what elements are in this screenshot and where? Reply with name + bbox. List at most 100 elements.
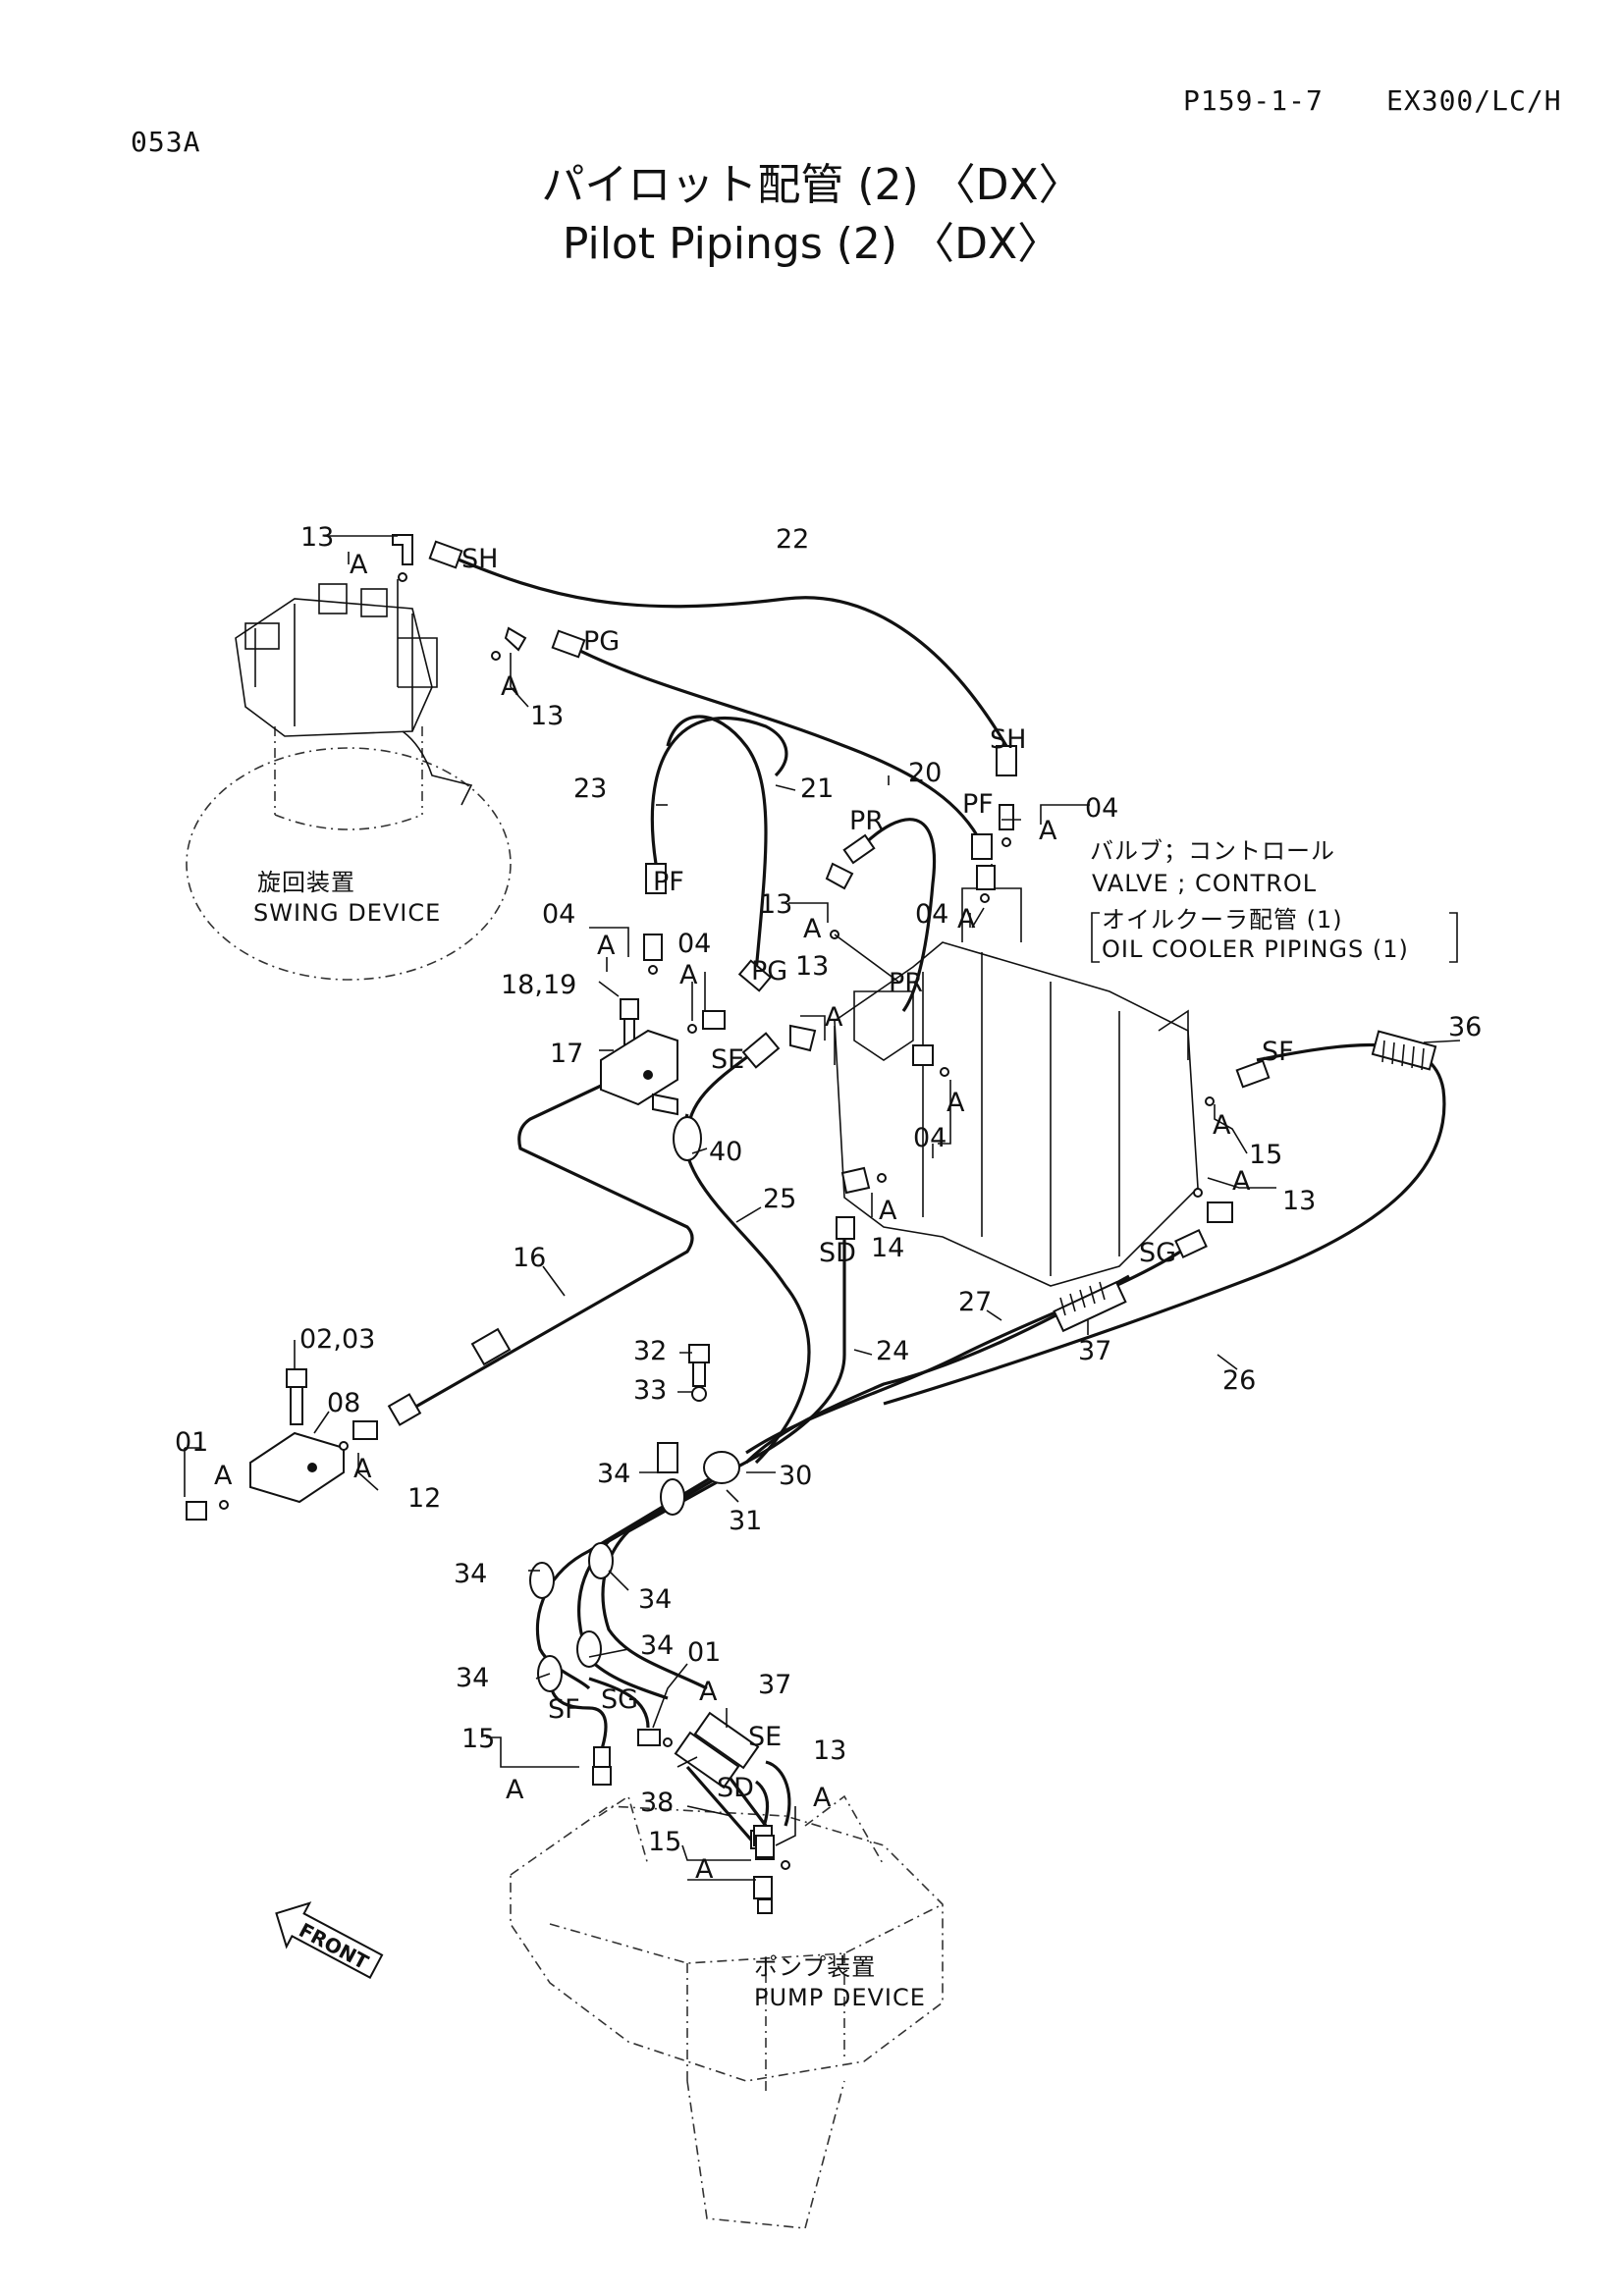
hose-20	[857, 818, 936, 1012]
leader-lines	[184, 535, 1461, 1881]
swing-device-outline	[186, 583, 512, 981]
label-08: 08	[327, 1388, 360, 1418]
page-code: P159-1-7	[1183, 84, 1324, 117]
label-PR-1: PR	[849, 806, 884, 836]
label-13-f: 13	[813, 1735, 846, 1766]
hose-pg	[564, 641, 984, 845]
hose-26	[745, 1245, 1189, 1455]
bundle-a	[535, 1461, 737, 1690]
label-17: 17	[550, 1039, 583, 1069]
label-04-e: 04	[913, 1123, 947, 1153]
label-34-a: 34	[597, 1459, 630, 1489]
label-13-e: 13	[1282, 1186, 1316, 1216]
label-A-2: A	[501, 671, 519, 702]
hose-24	[726, 1237, 846, 1474]
label-A-18: A	[695, 1854, 714, 1885]
swing-device-label-jp: 旋回装置	[257, 869, 355, 896]
label-18-19: 18,19	[501, 970, 576, 1000]
label-22: 22	[776, 524, 809, 555]
label-SH-1: SH	[461, 544, 498, 574]
label-PR-2: PR	[889, 968, 923, 998]
label-27: 27	[958, 1287, 992, 1317]
label-31: 31	[729, 1506, 762, 1536]
label-24: 24	[876, 1336, 909, 1366]
label-A-12: A	[1232, 1166, 1251, 1197]
hose-25	[682, 1113, 811, 1465]
label-34-d: 34	[640, 1630, 674, 1661]
pump-device-label-jp: ポンプ装置	[754, 1953, 876, 1981]
hose-21	[666, 715, 768, 973]
hose-22	[446, 553, 1008, 747]
label-37-b: 37	[758, 1670, 791, 1700]
label-A-6: A	[957, 904, 976, 934]
label-A-11: A	[1213, 1110, 1231, 1141]
label-PG-1: PG	[583, 626, 620, 657]
label-20: 20	[908, 758, 942, 788]
pump-device-outline	[510, 1794, 944, 2229]
pump-device-label-en: PUMP DEVICE	[754, 1984, 926, 2011]
label-PF-2: PF	[653, 867, 684, 897]
label-SD-1: SD	[819, 1238, 856, 1268]
label-34-b: 34	[454, 1559, 487, 1589]
label-A-17: A	[813, 1783, 832, 1813]
label-A-4: A	[803, 914, 822, 944]
label-SG-1: SG	[1139, 1238, 1176, 1268]
label-04-b: 04	[542, 899, 575, 930]
label-SF-2: SF	[548, 1694, 580, 1725]
label-PG-2: PG	[751, 956, 787, 987]
label-13-d: 13	[795, 951, 829, 982]
label-A-10: A	[879, 1196, 897, 1226]
label-37-a: 37	[1078, 1336, 1111, 1366]
label-A-3: A	[1039, 816, 1057, 846]
label-04-a: 04	[1085, 793, 1118, 824]
label-04-c: 04	[915, 899, 948, 930]
label-32: 32	[633, 1336, 667, 1366]
title-english: Pilot Pipings (2) 〈DX〉	[562, 219, 1061, 269]
label-01-a: 01	[175, 1427, 208, 1458]
label-13-c: 13	[759, 889, 792, 920]
label-21: 21	[800, 774, 834, 804]
sheet-number: 053A	[131, 126, 201, 158]
label-SG-2: SG	[601, 1684, 638, 1715]
hose-sd-pump	[685, 1765, 758, 1847]
label-15-c: 15	[648, 1827, 681, 1857]
label-SD-2: SD	[717, 1773, 754, 1803]
label-40: 40	[709, 1137, 742, 1167]
label-A-16: A	[506, 1775, 524, 1805]
label-A-5: A	[597, 931, 616, 961]
label-25: 25	[763, 1184, 796, 1214]
label-A-9: A	[947, 1088, 965, 1118]
label-SH-2: SH	[990, 724, 1026, 755]
label-SE-2: SE	[748, 1722, 782, 1752]
label-A-13: A	[214, 1461, 233, 1491]
label-14: 14	[871, 1233, 904, 1263]
label-12: 12	[407, 1483, 441, 1514]
fittings	[186, 534, 1437, 1914]
hose-36	[883, 1042, 1446, 1406]
title-japanese: パイロット配管 (2) 〈DX〉	[541, 160, 1082, 210]
label-A-7: A	[679, 960, 698, 990]
label-04-d: 04	[677, 929, 711, 959]
label-13-b: 13	[530, 701, 564, 731]
label-02-03: 02,03	[299, 1324, 375, 1355]
label-34-c: 34	[638, 1584, 672, 1615]
label-38: 38	[640, 1788, 674, 1818]
label-PF-1: PF	[962, 789, 994, 820]
swing-device-label-en: SWING DEVICE	[253, 899, 441, 927]
bundle-sg	[588, 1677, 650, 1729]
label-13-a: 13	[300, 522, 334, 553]
label-SE-1: SE	[711, 1044, 744, 1075]
pipe-16	[411, 1078, 694, 1411]
label-30: 30	[779, 1461, 812, 1491]
valve-label-en: VALVE ; CONTROL	[1092, 870, 1317, 897]
label-15-b: 15	[461, 1724, 495, 1754]
label-A-15: A	[699, 1677, 718, 1707]
hose-23	[650, 716, 788, 865]
part-labels: 13 A SH 22 PG A 13 SH 23 21 20 PR PF 04 …	[175, 522, 1482, 1885]
label-A-1: A	[350, 550, 368, 580]
label-SF-1: SF	[1262, 1037, 1294, 1067]
label-33: 33	[633, 1375, 667, 1406]
front-arrow: FRONT	[275, 1901, 384, 1979]
